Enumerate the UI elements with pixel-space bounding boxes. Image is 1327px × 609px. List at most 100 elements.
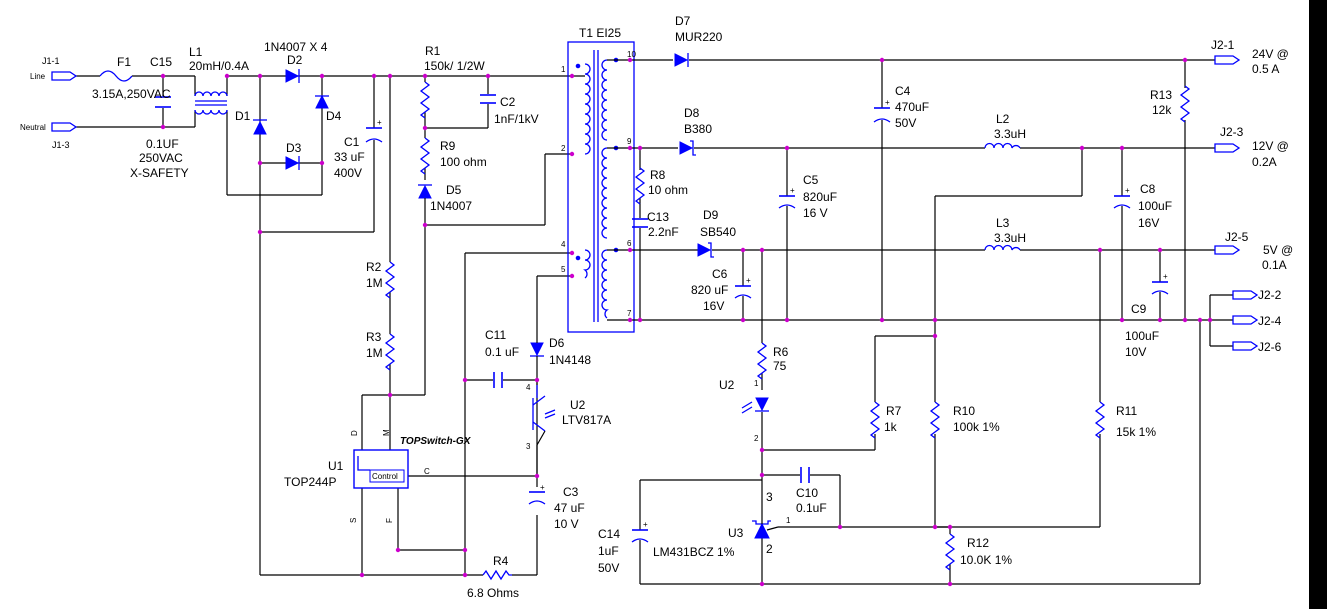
- label-r1-value: 150k/ 1/2W: [424, 59, 485, 73]
- pin-t1-9: 9: [627, 137, 632, 146]
- label-r12: R12: [967, 536, 989, 550]
- svg-text:+: +: [1163, 272, 1168, 281]
- label-r10: R10: [953, 404, 975, 418]
- pin-u2-3: 3: [526, 442, 531, 451]
- diode-d7: [674, 53, 689, 67]
- pin-u3-1: 1: [786, 516, 791, 525]
- capacitor-c3: +: [528, 483, 546, 505]
- label-u1-pin-f: F: [385, 518, 394, 523]
- label-24v-current: 0.5 A: [1252, 62, 1279, 76]
- label-r8-value: 10 ohm: [648, 183, 688, 197]
- resistor-r12: [945, 533, 955, 571]
- label-u1-pin-c: C: [424, 467, 430, 476]
- svg-text:+: +: [540, 483, 545, 492]
- regulator-u3: [752, 512, 779, 539]
- pin-t1-1: 1: [561, 65, 566, 74]
- capacitor-c6: +: [734, 276, 752, 299]
- ic-u1: [353, 449, 409, 489]
- label-u1-value: TOP244P: [284, 475, 336, 489]
- label-c5: C5: [803, 173, 819, 187]
- resistor-r10: [930, 401, 940, 439]
- capacitor-c14: +: [631, 520, 649, 543]
- label-j2-5: J2-5: [1225, 230, 1249, 244]
- label-d1: D1: [235, 109, 251, 123]
- label-c2-value: 1nF/1kV: [494, 112, 539, 126]
- label-r7: R7: [886, 404, 902, 418]
- pin-t1-4: 4: [561, 240, 566, 249]
- resistor-r7: [870, 401, 880, 439]
- label-u3: U3: [728, 526, 744, 540]
- label-c8: C8: [1140, 182, 1156, 196]
- resistor-r2: [385, 261, 395, 299]
- diode-d8: [679, 140, 696, 156]
- label-c3: C3: [563, 485, 579, 499]
- label-c1-value2: 400V: [334, 166, 362, 180]
- label-t1: T1 EI25: [579, 26, 621, 40]
- resistor-r8: [635, 167, 645, 205]
- resistor-r11: [1095, 401, 1105, 439]
- label-c14-value1: 1uF: [598, 544, 619, 558]
- capacitor-c1: +: [365, 118, 383, 143]
- label-r9-value: 100 ohm: [440, 155, 487, 169]
- label-12v: 12V @: [1252, 139, 1289, 153]
- label-d4: D4: [326, 109, 342, 123]
- inductor-l3: [984, 244, 1021, 251]
- label-c13-value: 2.2nF: [648, 225, 679, 239]
- label-c10-value: 0.1uF: [796, 501, 827, 515]
- label-r11-value: 15k 1%: [1116, 425, 1156, 439]
- label-c9-value1: 100uF: [1125, 329, 1159, 343]
- label-c3-value2: 10 V: [554, 517, 579, 531]
- label-c8-value2: 16V: [1138, 216, 1159, 230]
- label-u1: U1: [328, 459, 344, 473]
- label-c11: C11: [485, 328, 506, 342]
- diode-d5: [418, 184, 432, 225]
- label-r6-value: 75: [773, 359, 787, 373]
- label-5v: 5V @: [1263, 243, 1293, 257]
- label-u3-value: LM431BCZ 1%: [653, 545, 735, 559]
- label-c14: C14: [598, 527, 620, 541]
- label-line: Line: [30, 72, 46, 81]
- label-c14-value2: 50V: [598, 561, 619, 575]
- label-c5-value2: 16 V: [803, 206, 828, 220]
- svg-text:+: +: [1125, 186, 1130, 195]
- capacitor-c13: [632, 218, 648, 228]
- pin-t1-5: 5: [561, 265, 566, 274]
- svg-text:+: +: [746, 276, 751, 285]
- label-d3: D3: [286, 141, 302, 155]
- label-c1: C1: [344, 135, 360, 149]
- label-l2: L2: [996, 112, 1010, 126]
- label-j2-2: J2-2: [1258, 288, 1282, 302]
- label-c13: C13: [647, 210, 669, 224]
- label-d7: D7: [675, 14, 691, 28]
- label-u2: U2: [570, 398, 586, 412]
- label-c15-value3: X-SAFETY: [130, 166, 189, 180]
- bridge-diodes: [253, 69, 329, 170]
- label-c6-value2: 16V: [703, 299, 724, 313]
- label-r3: R3: [366, 330, 382, 344]
- inductor-l1: [194, 91, 228, 115]
- svg-text:+: +: [790, 186, 795, 195]
- capacitor-c4: +: [873, 98, 891, 123]
- label-c3-value1: 47 uF: [554, 501, 585, 515]
- pin-u2-2: 2: [754, 434, 759, 443]
- labels: J1-1 Line Neutral J1-3 F1 3.15A,250VAC C…: [20, 14, 1293, 600]
- label-r2-value: 1M: [366, 276, 383, 290]
- pin-t1-7: 7: [627, 309, 632, 318]
- label-j1-1: J1-1: [42, 56, 60, 66]
- capacitor-c2: [480, 94, 496, 104]
- label-c9-value2: 10V: [1125, 345, 1146, 359]
- resistor-r13: [1180, 85, 1190, 123]
- label-j2-3: J2-3: [1220, 125, 1244, 139]
- label-c10: C10: [796, 486, 818, 500]
- resistor-r1: [420, 81, 430, 119]
- pin-u3-2: 2: [766, 542, 773, 556]
- label-d8: D8: [684, 106, 700, 120]
- label-d9: D9: [703, 208, 719, 222]
- fuse-f1: [99, 70, 133, 82]
- label-l1: L1: [189, 45, 203, 59]
- resistor-r9: [420, 137, 430, 175]
- label-c9: C9: [1131, 302, 1147, 316]
- capacitor-c9: +: [1151, 272, 1169, 295]
- label-5v-current: 0.1A: [1262, 258, 1287, 272]
